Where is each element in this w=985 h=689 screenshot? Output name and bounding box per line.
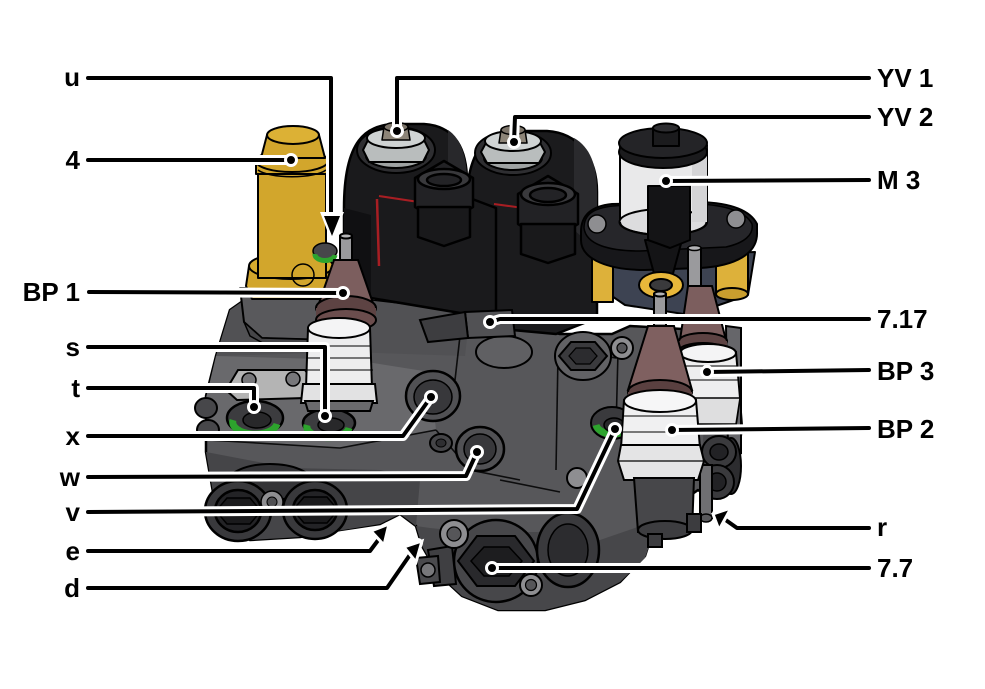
svg-text:YV 1: YV 1 (877, 63, 933, 93)
svg-text:7.7: 7.7 (877, 553, 913, 583)
svg-text:BP 3: BP 3 (877, 356, 934, 386)
svg-text:YV 2: YV 2 (877, 102, 933, 132)
svg-text:s: s (66, 332, 80, 362)
svg-text:v: v (66, 497, 81, 527)
svg-text:u: u (64, 62, 80, 92)
svg-text:d: d (64, 573, 80, 603)
svg-text:7.17: 7.17 (877, 304, 928, 334)
svg-text:BP 2: BP 2 (877, 414, 934, 444)
svg-text:M 3: M 3 (877, 165, 920, 195)
svg-text:t: t (71, 373, 80, 403)
svg-text:4: 4 (66, 145, 81, 175)
svg-text:x: x (66, 421, 81, 451)
svg-text:e: e (66, 536, 80, 566)
svg-text:w: w (59, 462, 81, 492)
svg-text:r: r (877, 512, 887, 542)
svg-text:BP 1: BP 1 (23, 277, 80, 307)
